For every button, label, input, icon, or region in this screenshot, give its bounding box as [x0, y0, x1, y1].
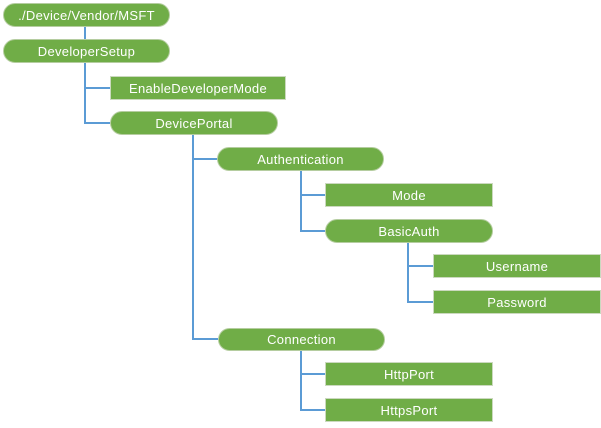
connector-branch-deviceportal — [84, 122, 110, 124]
connector-connection-trunk — [300, 351, 302, 411]
connector-deviceportal-trunk — [192, 135, 194, 340]
node-username: Username — [433, 254, 601, 278]
node-developersetup: DeveloperSetup — [3, 39, 170, 63]
node-mode: Mode — [325, 183, 493, 207]
connector-branch-connection — [192, 338, 218, 340]
node-authentication: Authentication — [217, 147, 384, 171]
node-enabledevelopermode: EnableDeveloperMode — [110, 76, 286, 100]
connector-developersetup-trunk — [84, 63, 86, 124]
connector-branch-enabledevelopermode — [84, 87, 110, 89]
node-deviceportal: DevicePortal — [110, 111, 278, 135]
node-device-vendor-msft: ./Device/Vendor/MSFT — [3, 3, 170, 27]
connector-basicauth-trunk — [407, 243, 409, 303]
connector-branch-authentication — [192, 158, 218, 160]
connector-branch-httpsport — [300, 409, 325, 411]
connector-authentication-trunk — [300, 171, 302, 232]
node-httpport: HttpPort — [325, 362, 493, 386]
connector-branch-mode — [300, 194, 325, 196]
connector-branch-basicauth — [300, 230, 325, 232]
connector-root-to-developersetup — [84, 27, 86, 39]
node-basicauth: BasicAuth — [325, 219, 493, 243]
connector-branch-httpport — [300, 373, 325, 375]
connector-branch-password — [407, 301, 433, 303]
node-password: Password — [433, 290, 601, 314]
node-httpsport: HttpsPort — [325, 398, 493, 422]
connector-branch-username — [407, 265, 433, 267]
node-connection: Connection — [218, 328, 385, 351]
